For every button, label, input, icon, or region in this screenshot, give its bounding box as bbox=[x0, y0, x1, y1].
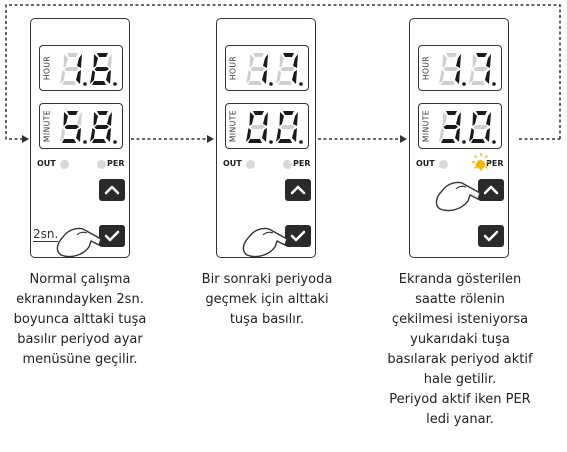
out-label: OUT bbox=[37, 159, 56, 168]
pressing-hand-icon bbox=[242, 227, 288, 258]
timer-panel: HOUR MINUTE OUT PER 2sn. bbox=[30, 18, 130, 258]
caption-line: geçmek için alttaki bbox=[205, 292, 329, 307]
caption-line: boyunca alttaki tuşa bbox=[13, 312, 147, 327]
caption-line: tuşa basılır. bbox=[229, 312, 305, 327]
caption-line: basılır periyod ayar bbox=[17, 332, 143, 347]
per-led bbox=[476, 160, 485, 169]
checkmark-icon bbox=[483, 230, 499, 242]
up-button[interactable] bbox=[478, 179, 504, 201]
chevron-up-icon bbox=[483, 185, 499, 195]
out-label: OUT bbox=[416, 159, 435, 168]
checkmark-icon bbox=[290, 230, 306, 242]
per-label: PER bbox=[486, 159, 504, 168]
timer-panel: HOUR MINUTE OUT PER bbox=[409, 18, 509, 258]
caption-line: ekranındayken 2sn. bbox=[16, 292, 144, 307]
loop-arrowhead bbox=[22, 135, 29, 143]
caption-line: yukarıdaki tuşa bbox=[410, 332, 510, 347]
hour-display: HOUR bbox=[418, 45, 502, 91]
hour-display: HOUR bbox=[39, 45, 123, 91]
hour-display: HOUR bbox=[225, 45, 309, 91]
checkmark-icon bbox=[104, 230, 120, 242]
caption-line: saatte rölenin bbox=[415, 292, 505, 307]
minute-digits bbox=[240, 106, 306, 146]
out-led bbox=[60, 160, 69, 169]
up-button[interactable] bbox=[99, 179, 125, 201]
minute-label: MINUTE bbox=[421, 109, 431, 143]
chevron-up-icon bbox=[104, 185, 120, 195]
caption-line: Ekranda gösterilen bbox=[398, 272, 522, 287]
caption-line: ledi yanar. bbox=[426, 412, 494, 427]
up-button[interactable] bbox=[285, 179, 311, 201]
hour-digits bbox=[433, 48, 499, 88]
caption-line: basılarak periyod aktif bbox=[387, 352, 533, 367]
minute-display: MINUTE bbox=[225, 103, 309, 149]
minute-label: MINUTE bbox=[228, 109, 238, 143]
out-led bbox=[439, 160, 448, 169]
confirm-button[interactable] bbox=[285, 225, 311, 247]
step-caption: Normal çalışma ekranındayken 2sn. boyunca … bbox=[0, 270, 170, 370]
timer-panel: HOUR MINUTE OUT PER bbox=[216, 18, 316, 258]
arrowhead-panel3 bbox=[400, 135, 407, 143]
minute-display: MINUTE bbox=[39, 103, 123, 149]
per-led bbox=[97, 160, 106, 169]
hour-label: HOUR bbox=[42, 55, 52, 81]
per-led bbox=[283, 160, 292, 169]
per-label: PER bbox=[293, 159, 311, 168]
pressing-hand-icon bbox=[56, 227, 102, 258]
per-led-glow-icon bbox=[472, 153, 490, 171]
loop-back-arrow bbox=[5, 4, 561, 140]
out-led bbox=[246, 160, 255, 169]
hour-label: HOUR bbox=[228, 55, 238, 81]
per-label: PER bbox=[107, 159, 125, 168]
hour-digits bbox=[54, 48, 120, 88]
minute-display: MINUTE bbox=[418, 103, 502, 149]
caption-line: çekilmesi isteniyorsa bbox=[391, 312, 529, 327]
step-caption: Ekranda gösterilen saatte rölenin çekilmes… bbox=[370, 270, 550, 430]
confirm-button[interactable] bbox=[478, 225, 504, 247]
led-row: OUT PER bbox=[223, 159, 311, 171]
caption-line: Bir sonraki periyoda bbox=[201, 272, 333, 287]
press-duration-hint: 2sn. bbox=[33, 227, 59, 242]
caption-line: Periyod aktif iken PER bbox=[389, 392, 531, 407]
confirm-button[interactable] bbox=[99, 225, 125, 247]
caption-line: Normal çalışma bbox=[29, 272, 131, 287]
led-row: OUT PER bbox=[37, 159, 125, 171]
arrowhead-panel2 bbox=[207, 135, 214, 143]
minute-digits bbox=[433, 106, 499, 146]
led-row: OUT PER bbox=[416, 159, 504, 171]
caption-line: hale getilir. bbox=[423, 372, 497, 387]
out-label: OUT bbox=[223, 159, 242, 168]
hour-digits bbox=[240, 48, 306, 88]
minute-label: MINUTE bbox=[42, 109, 52, 143]
hour-label: HOUR bbox=[421, 55, 431, 81]
pressing-hand-icon bbox=[435, 181, 481, 212]
step-caption: Bir sonraki periyoda geçmek için alttaki t… bbox=[177, 270, 357, 330]
chevron-up-icon bbox=[290, 185, 306, 195]
caption-line: menüsüne geçilir. bbox=[22, 352, 138, 367]
minute-digits bbox=[54, 106, 120, 146]
